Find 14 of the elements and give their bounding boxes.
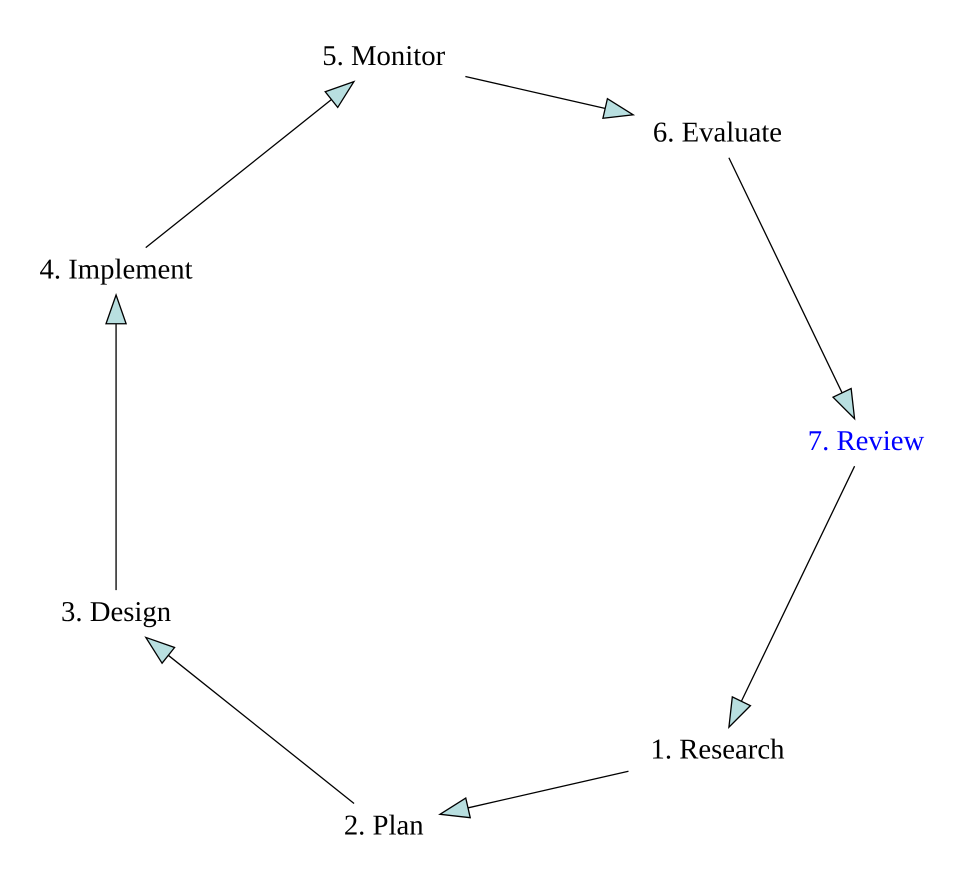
arrow: [728, 466, 855, 729]
node-text: 1. Research: [650, 733, 784, 766]
arrow: [728, 157, 855, 421]
node-text: 6. Evaluate: [652, 116, 782, 148]
node-text: 4. Implement: [38, 254, 192, 286]
arrow: [144, 80, 355, 248]
arrow: [144, 636, 354, 804]
arrow: [104, 293, 127, 590]
node-text: 5. Monitor: [322, 40, 445, 72]
node-text: 7. Review: [807, 424, 924, 457]
arrow: [464, 76, 635, 119]
arrow: [438, 770, 628, 818]
node-text: 3. Design: [60, 596, 171, 628]
node-text: 2. Plan: [343, 809, 424, 842]
